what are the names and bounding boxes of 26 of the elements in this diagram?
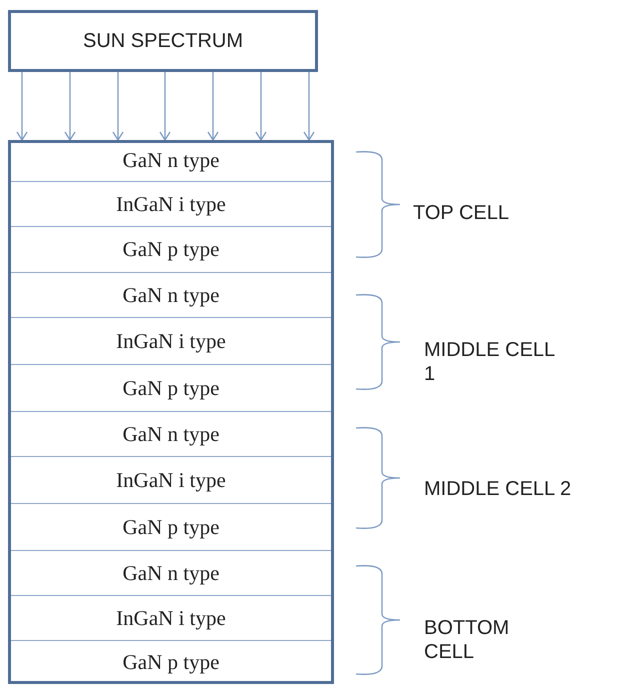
arrow xyxy=(64,72,76,141)
cell-label: TOP CELL xyxy=(413,201,510,225)
empty-box xyxy=(8,140,334,684)
arrow xyxy=(159,72,171,141)
cell-label: BOTTOM CELL xyxy=(424,616,510,664)
layer-text: GaN p type xyxy=(122,376,220,400)
layer-text: GaN n type xyxy=(122,282,220,308)
layer-text: GaN n type xyxy=(122,148,220,173)
layer-text: InGaN i type xyxy=(116,468,226,492)
layer-text: InGaN i type xyxy=(116,606,226,630)
layer-text: GaN p type xyxy=(122,650,220,674)
arrow xyxy=(112,72,124,141)
arrow xyxy=(303,72,315,141)
layer-text: InGaN i type xyxy=(116,328,226,354)
arrow xyxy=(16,72,28,141)
arrow xyxy=(207,72,219,141)
spectrum-box xyxy=(8,10,318,72)
cell-label: MIDDLE CELL 1 xyxy=(424,338,556,386)
layer-text: GaN n type xyxy=(122,560,220,586)
layer-text: GaN p type xyxy=(122,514,220,540)
cell-label: MIDDLE CELL 2 xyxy=(424,477,572,501)
layer-text: GaN p type xyxy=(122,237,220,262)
layer-text: InGaN i type xyxy=(116,192,226,216)
layer-text: GaN n type xyxy=(122,422,220,446)
box-title: SUN SPECTRUM xyxy=(82,30,243,52)
arrow xyxy=(255,72,267,141)
